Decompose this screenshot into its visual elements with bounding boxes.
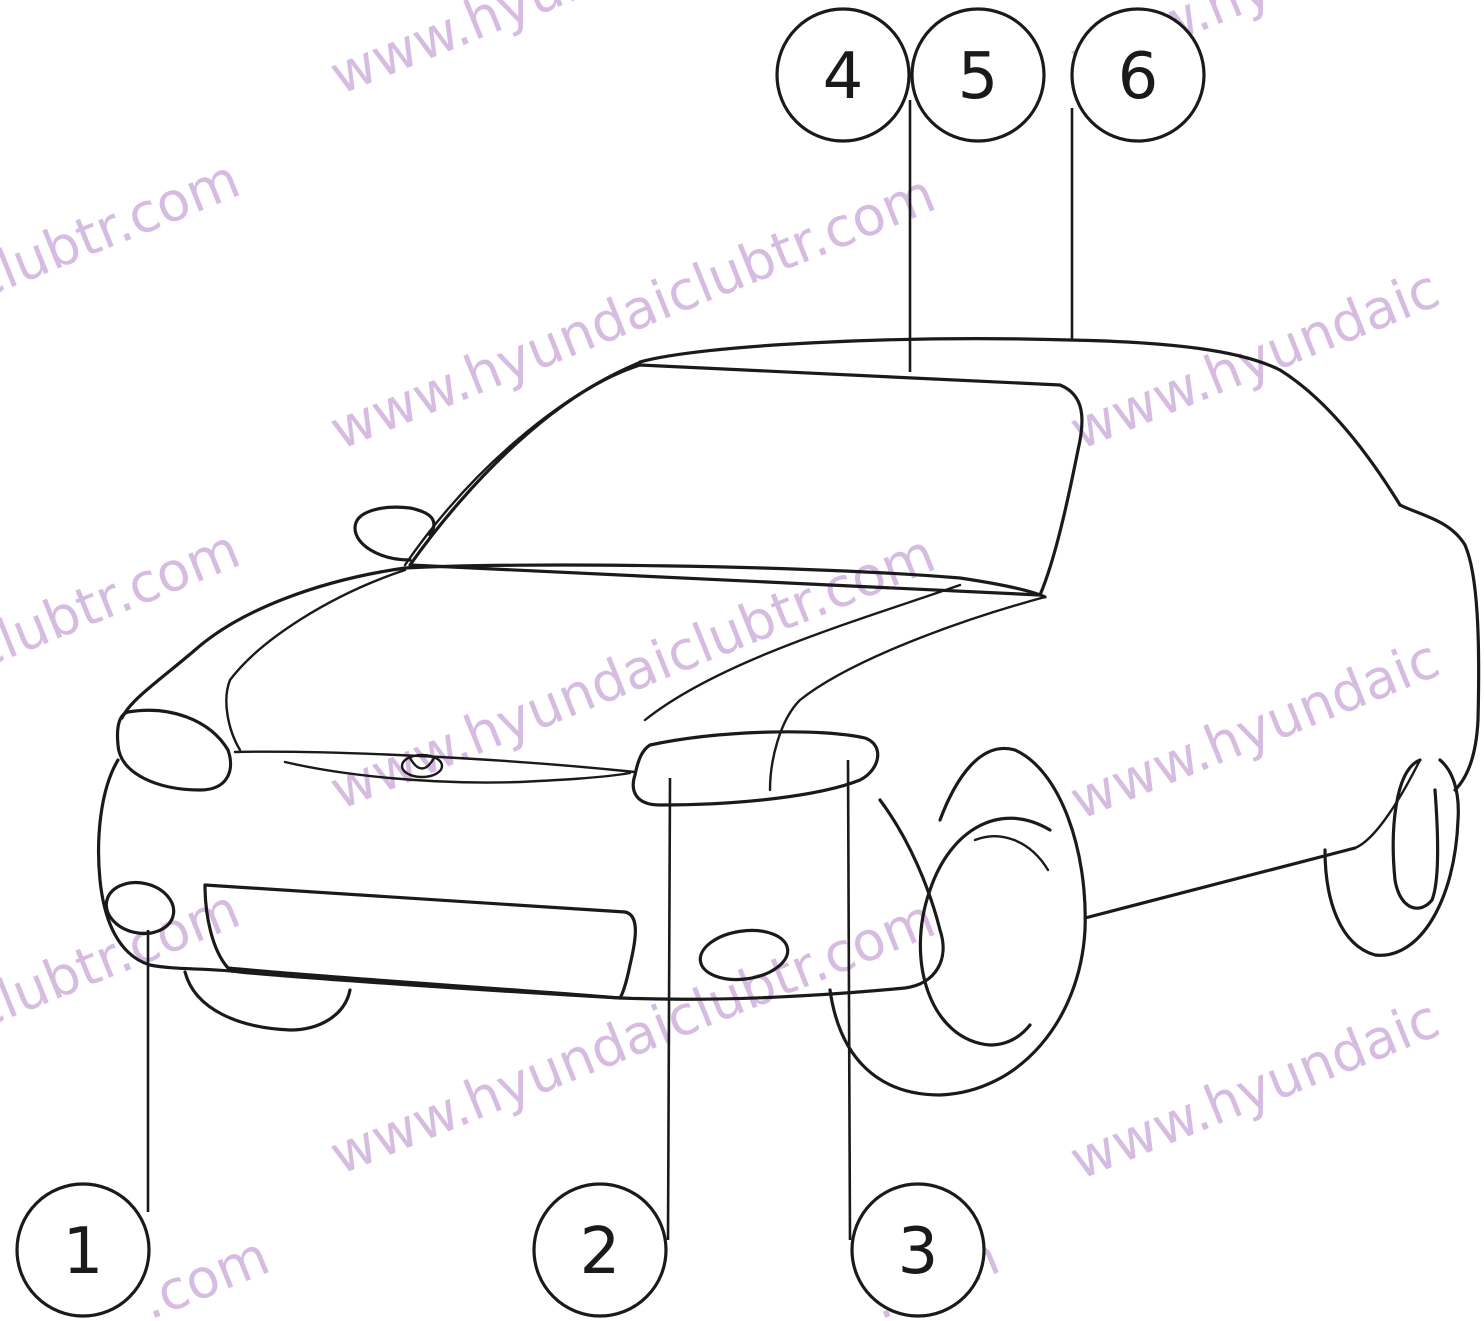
watermark-text: www.hyundaic (1061, 627, 1448, 832)
car-rear-quarter (1398, 503, 1481, 792)
callout-label: 2 (580, 1215, 621, 1289)
leader-lines (146, 100, 1074, 1241)
car-hood-crease-left (225, 568, 407, 752)
callout-4: 4 (775, 7, 911, 143)
callout-2: 2 (532, 1182, 668, 1318)
watermark-text: clubtr.com (0, 147, 248, 312)
car-tire-tread (973, 835, 1050, 872)
car-wheel-rear (1323, 758, 1460, 957)
car-hood-edge (403, 563, 1047, 599)
car-windshield (408, 363, 1084, 597)
car-headlight-left (115, 708, 233, 792)
car-foglight-left (104, 880, 176, 936)
watermark-text: www.hyun (321, 0, 604, 107)
watermark-text: www.hyundaic (1061, 987, 1448, 1192)
callout-6: 6 (1070, 7, 1206, 143)
car-headlight-right (631, 730, 880, 807)
callout-1: 1 (15, 1182, 151, 1318)
watermark-text: clubtr.com (0, 517, 248, 682)
car-outline (96, 337, 1481, 1097)
callout-5: 5 (910, 7, 1046, 143)
car-wheel-front-right (828, 746, 1087, 1097)
callout-label: 6 (1118, 40, 1159, 114)
watermark-text: clubtr.com (0, 877, 248, 1042)
car-tire-rear (1391, 758, 1440, 910)
hyundai-emblem-icon (400, 753, 444, 779)
car-rear-arch (1353, 758, 1422, 850)
watermark-text: www.hyundaiclubtr.com (321, 162, 943, 462)
car-roof (638, 337, 1402, 507)
leader-line-3 (846, 759, 852, 1241)
hyundai-emblem-h (408, 756, 436, 770)
car-grille-bottom (283, 760, 632, 784)
watermark-layer: www.hyun www.hyun clubtr.com www.hyundai… (0, 0, 1448, 1321)
car-foglight-right (698, 928, 790, 982)
car-bumper-intake (203, 883, 637, 1000)
callout-label: 5 (958, 40, 999, 114)
car-hood-crease-right (643, 583, 962, 722)
callout-label: 4 (823, 40, 864, 114)
car-fender-line (768, 595, 1047, 792)
car-side-sill (1083, 846, 1357, 920)
watermark-text: .com (131, 1224, 277, 1321)
car-tire-front-right (918, 816, 1052, 1047)
leader-line-2 (666, 777, 672, 1241)
car-side-mirror (353, 505, 436, 562)
callout-label: 3 (898, 1215, 939, 1289)
car-wheel-front-left (183, 970, 352, 1032)
callout-3: 3 (850, 1182, 986, 1318)
car-hood (120, 566, 407, 720)
callout-label: 1 (63, 1215, 104, 1289)
